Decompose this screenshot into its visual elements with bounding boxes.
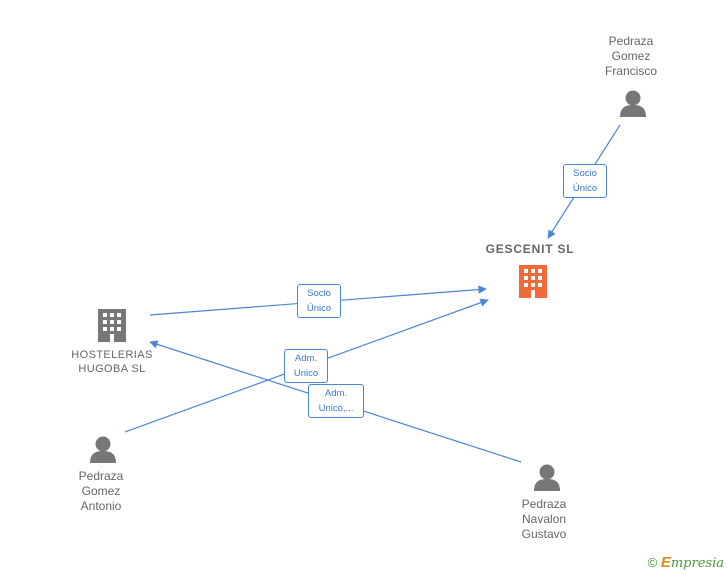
node-label-gescenit[interactable]: GESCENIT SL bbox=[485, 242, 575, 256]
node-label-antonio[interactable]: Pedraza Gomez Antonio bbox=[78, 469, 124, 513]
footer-brand: © Empresia bbox=[648, 554, 724, 571]
copyright-symbol: © bbox=[647, 555, 658, 570]
node-label-hostelerias[interactable]: HOSTELERIAS HUGOBA SL bbox=[71, 349, 153, 375]
person-icon-antonio[interactable] bbox=[90, 436, 116, 464]
building-icon-main[interactable] bbox=[519, 265, 547, 298]
edge-label-gustavo-hostelerias[interactable]: Adm. Unico,... bbox=[308, 384, 364, 418]
brand-logo-text: mpresia bbox=[670, 556, 724, 571]
person-icon-gustavo[interactable] bbox=[534, 464, 560, 492]
edge-label-francisco-gescenit[interactable]: Socio Único bbox=[563, 164, 607, 198]
person-icon-francisco[interactable] bbox=[620, 90, 646, 118]
node-label-gustavo[interactable]: Pedraza Navalon Gustavo bbox=[521, 497, 567, 541]
brand-logo-initial: E bbox=[660, 554, 671, 571]
edge-label-antonio-gescenit[interactable]: Adm. Unico bbox=[284, 349, 328, 383]
node-label-francisco[interactable]: Pedraza Gomez Francisco bbox=[604, 34, 657, 78]
edge-label-hostelerias-gescenit[interactable]: Socio Único bbox=[297, 284, 341, 318]
building-icon-hostelerias[interactable] bbox=[98, 309, 126, 342]
